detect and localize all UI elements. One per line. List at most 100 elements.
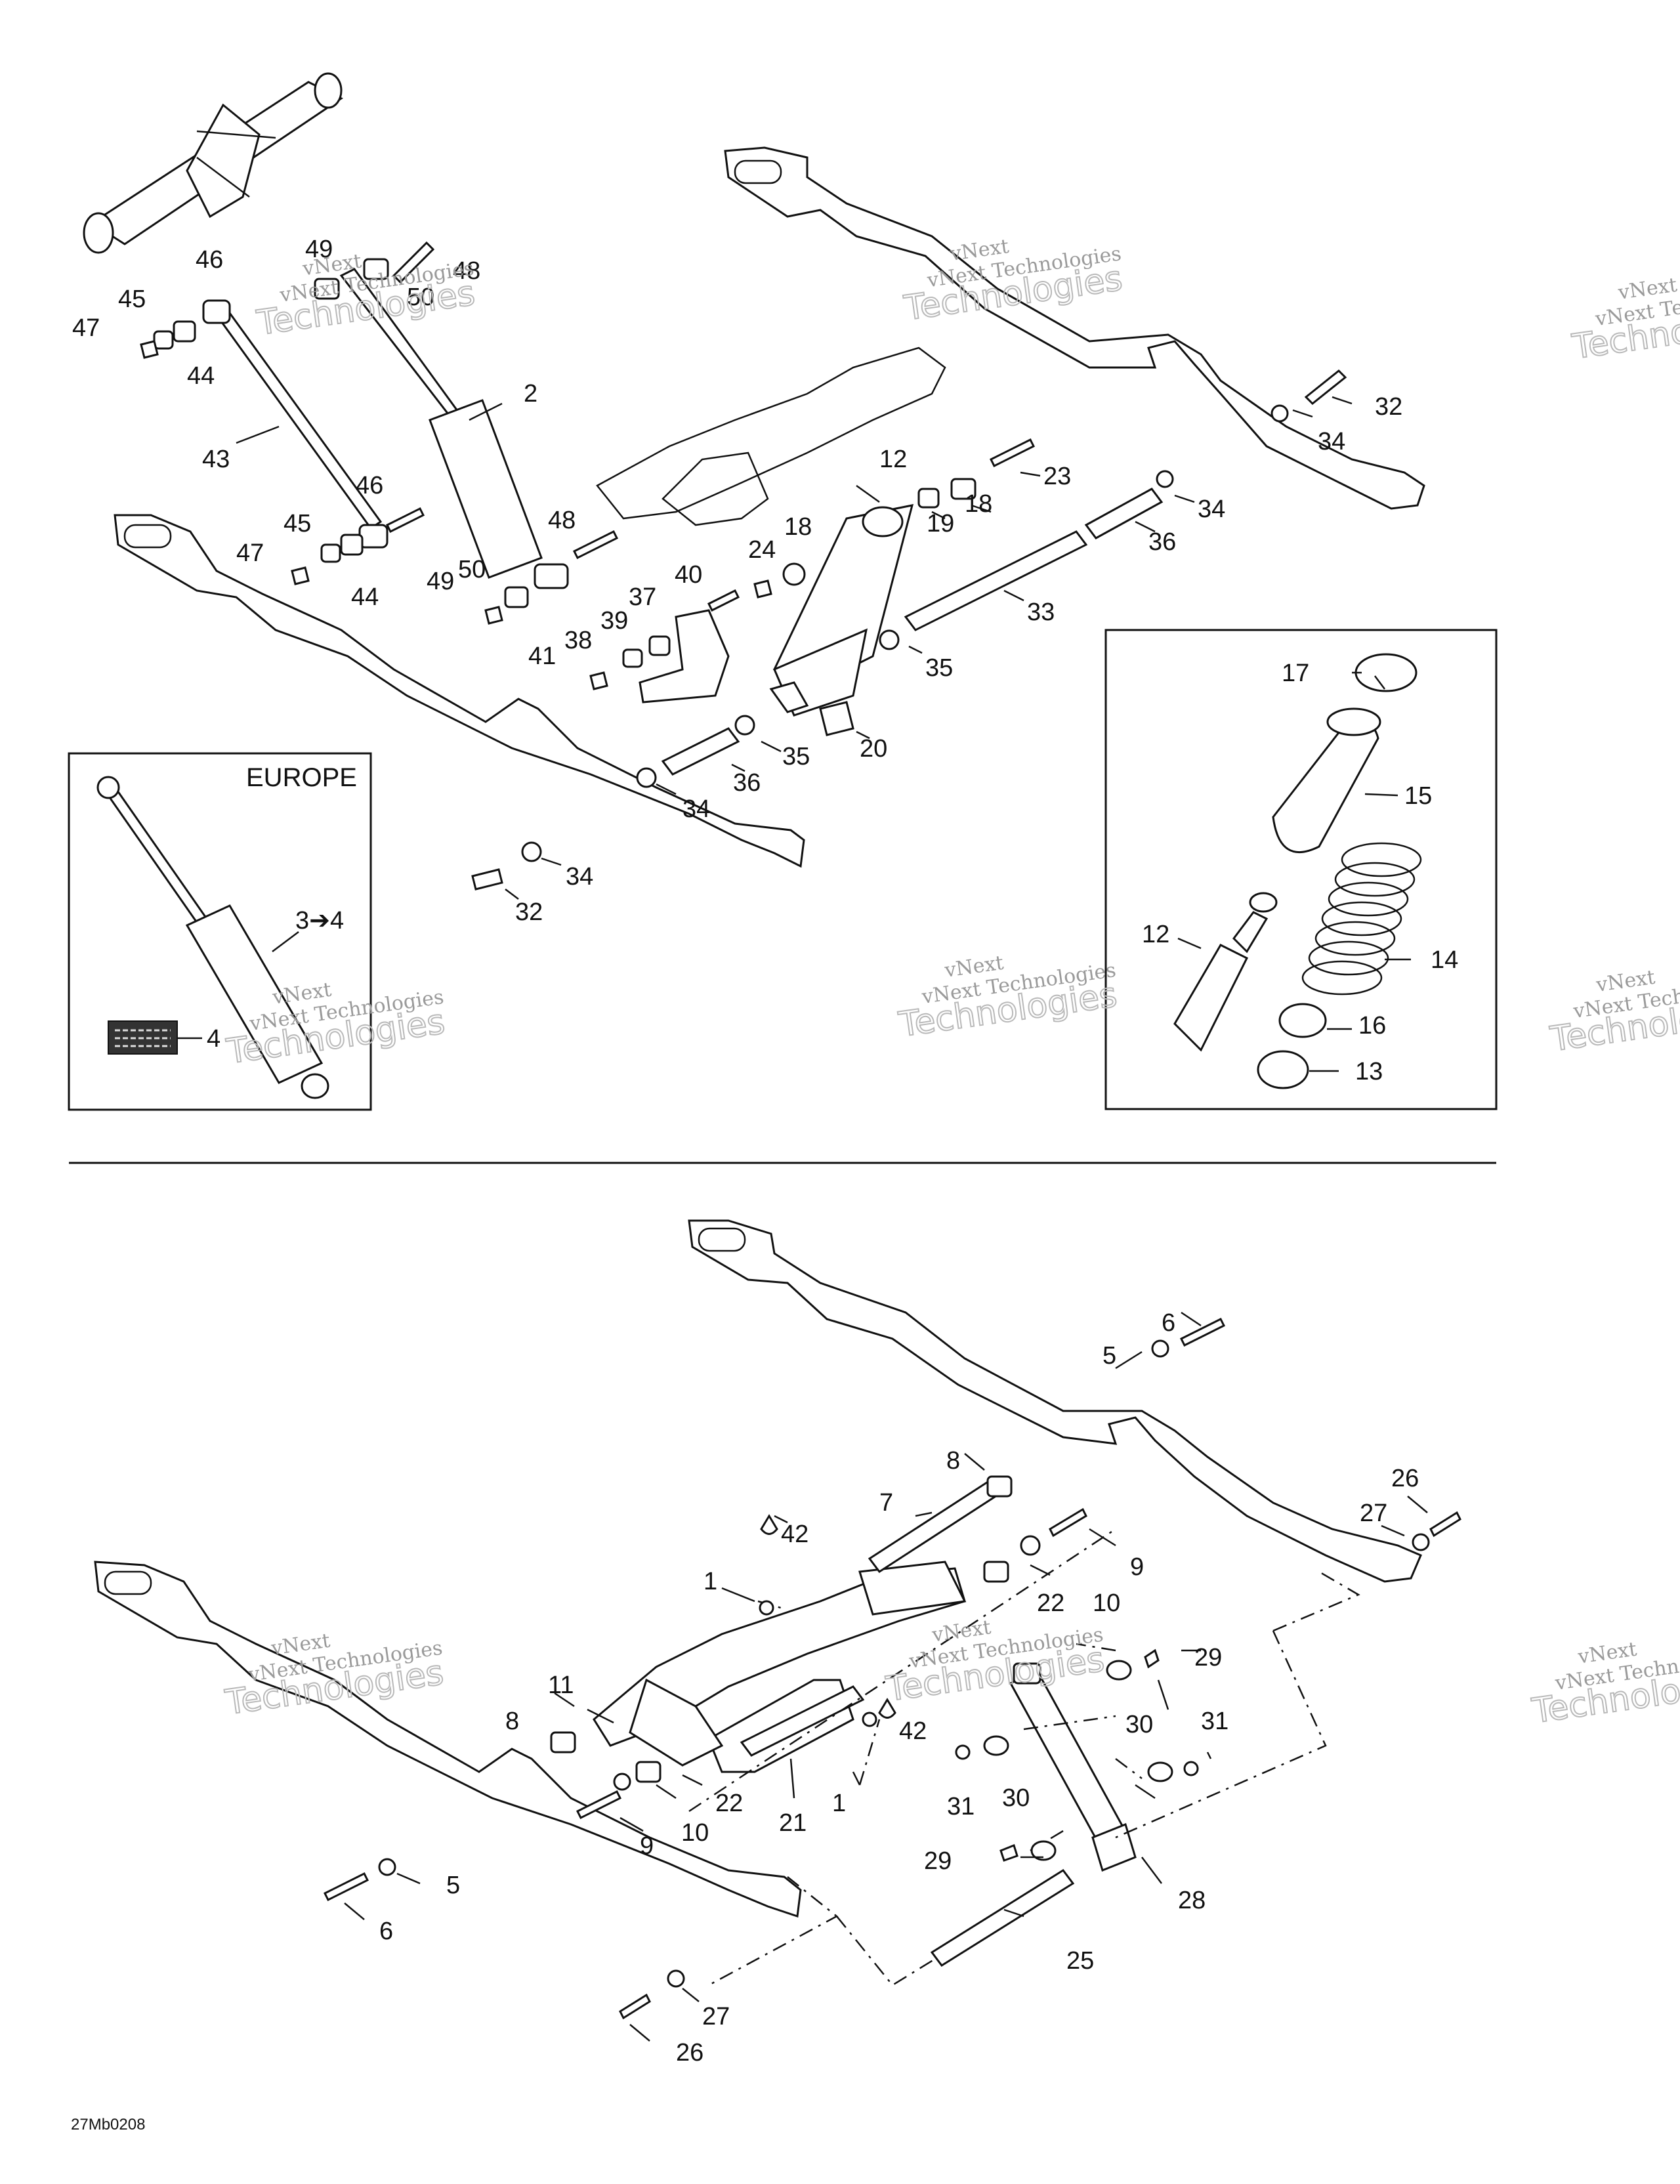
callout: 9 bbox=[1130, 1553, 1144, 1581]
callout: 33 bbox=[1027, 598, 1055, 626]
link-28 bbox=[1009, 1662, 1137, 1872]
callout: 34 bbox=[566, 863, 593, 891]
callout: 47 bbox=[236, 539, 264, 567]
callout: 16 bbox=[1358, 1012, 1386, 1040]
callout: 48 bbox=[453, 257, 480, 285]
callouts-upper: 2 12 13 14 15 16 17 18 18 19 20 23 24 32… bbox=[72, 236, 1458, 1085]
callout: 43 bbox=[202, 446, 230, 473]
tube-25 bbox=[930, 1868, 1075, 1967]
leaders-lower bbox=[344, 1311, 1428, 2042]
callout: 30 bbox=[1002, 1784, 1030, 1812]
callout: 1 bbox=[832, 1790, 846, 1817]
callout: 12 bbox=[1142, 921, 1169, 948]
callout: 34 bbox=[1198, 495, 1225, 523]
bushing-20 bbox=[819, 701, 854, 736]
callout: 22 bbox=[1037, 1589, 1064, 1617]
assembly-lines-lower bbox=[688, 1528, 1360, 1986]
callout: 47 bbox=[72, 314, 100, 342]
bracket-37 bbox=[639, 609, 730, 704]
callout: 39 bbox=[600, 607, 628, 635]
rail-upper-right bbox=[724, 146, 1425, 510]
callout: 8 bbox=[946, 1447, 960, 1475]
part-17 bbox=[1354, 653, 1418, 692]
rail-lower-left bbox=[94, 1561, 802, 1918]
callout: 46 bbox=[196, 246, 223, 274]
callout: 5 bbox=[1102, 1342, 1116, 1370]
callout: 42 bbox=[899, 1717, 927, 1745]
callout: 11 bbox=[548, 1671, 574, 1699]
tube-36-lower bbox=[661, 727, 740, 776]
rail-lower-right bbox=[688, 1219, 1422, 1583]
callout: 19 bbox=[927, 510, 954, 537]
callout: 31 bbox=[947, 1793, 975, 1820]
callout: 48 bbox=[548, 507, 576, 534]
callout: 20 bbox=[860, 735, 887, 763]
damper-43 bbox=[202, 299, 388, 549]
rail-upper-left bbox=[114, 514, 805, 868]
callout: 45 bbox=[118, 285, 146, 313]
callout: 17 bbox=[1282, 660, 1309, 687]
callout: 35 bbox=[782, 743, 810, 770]
tube-33 bbox=[904, 530, 1088, 631]
callout: 49 bbox=[427, 568, 454, 595]
part-15 bbox=[1272, 721, 1379, 853]
tube-36-upper bbox=[1084, 488, 1164, 539]
callout: 34 bbox=[682, 795, 710, 823]
shock-absorber-2 bbox=[339, 268, 569, 589]
callout: 1 bbox=[704, 1568, 717, 1595]
callout: 9 bbox=[640, 1832, 654, 1860]
callout: 4 bbox=[207, 1025, 220, 1053]
callout: 6 bbox=[379, 1918, 393, 1945]
callout: 30 bbox=[1125, 1711, 1153, 1738]
callout: 42 bbox=[781, 1521, 808, 1548]
callout: 26 bbox=[676, 2039, 704, 2067]
callout: 5 bbox=[446, 1872, 460, 1899]
callout: 23 bbox=[1043, 463, 1071, 490]
part-13 bbox=[1257, 1050, 1309, 1089]
callout: 32 bbox=[1375, 393, 1402, 421]
callout: 25 bbox=[1066, 1947, 1094, 1975]
callout: 50 bbox=[458, 556, 486, 583]
callout: 35 bbox=[925, 654, 953, 682]
inset-europe: EUROPE 3➔4 4 bbox=[68, 752, 372, 1111]
callout: 44 bbox=[187, 362, 215, 390]
callout: 49 bbox=[305, 236, 333, 263]
callout: 7 bbox=[879, 1489, 893, 1517]
tube-21 bbox=[740, 1685, 865, 1757]
callout: 2 bbox=[524, 380, 537, 408]
callout: 46 bbox=[356, 472, 383, 499]
front-arm-assembly bbox=[83, 72, 343, 254]
hardware-lower bbox=[323, 1317, 1461, 2020]
shock-absorber-12 bbox=[769, 504, 914, 717]
part-16 bbox=[1278, 1003, 1327, 1038]
callout: 41 bbox=[528, 642, 556, 670]
callout: 13 bbox=[1355, 1058, 1383, 1085]
callout: 29 bbox=[1194, 1644, 1222, 1671]
callout: 45 bbox=[284, 510, 311, 537]
callout: 22 bbox=[715, 1790, 743, 1817]
part-14-spring bbox=[1301, 842, 1422, 996]
callout: 50 bbox=[407, 284, 434, 311]
inset-shock-exploded bbox=[1104, 629, 1498, 1110]
callout: 27 bbox=[702, 2003, 730, 2030]
callout: 37 bbox=[629, 583, 656, 611]
callout: 15 bbox=[1404, 782, 1432, 810]
callout: 8 bbox=[505, 1708, 519, 1735]
leaders-upper bbox=[236, 396, 1353, 900]
figure-code: 27Mb0208 bbox=[71, 2116, 145, 2133]
callout: 10 bbox=[1093, 1589, 1120, 1617]
hardware-upper bbox=[140, 241, 1347, 891]
rear-arm-outline bbox=[596, 346, 946, 526]
part-12-detail bbox=[1173, 944, 1249, 1052]
callout: 27 bbox=[1360, 1500, 1387, 1527]
callout: 12 bbox=[879, 446, 907, 473]
callout: 6 bbox=[1162, 1309, 1175, 1337]
callout: 32 bbox=[515, 898, 543, 926]
callout: 18 bbox=[784, 513, 812, 541]
callout: 40 bbox=[675, 561, 702, 589]
callout: 29 bbox=[924, 1847, 952, 1875]
callout: 36 bbox=[1148, 528, 1176, 556]
callouts-lower: 1 1 5 5 6 6 7 8 8 9 9 10 10 11 21 22 22 … bbox=[379, 1309, 1419, 2067]
callout: 21 bbox=[779, 1809, 807, 1837]
